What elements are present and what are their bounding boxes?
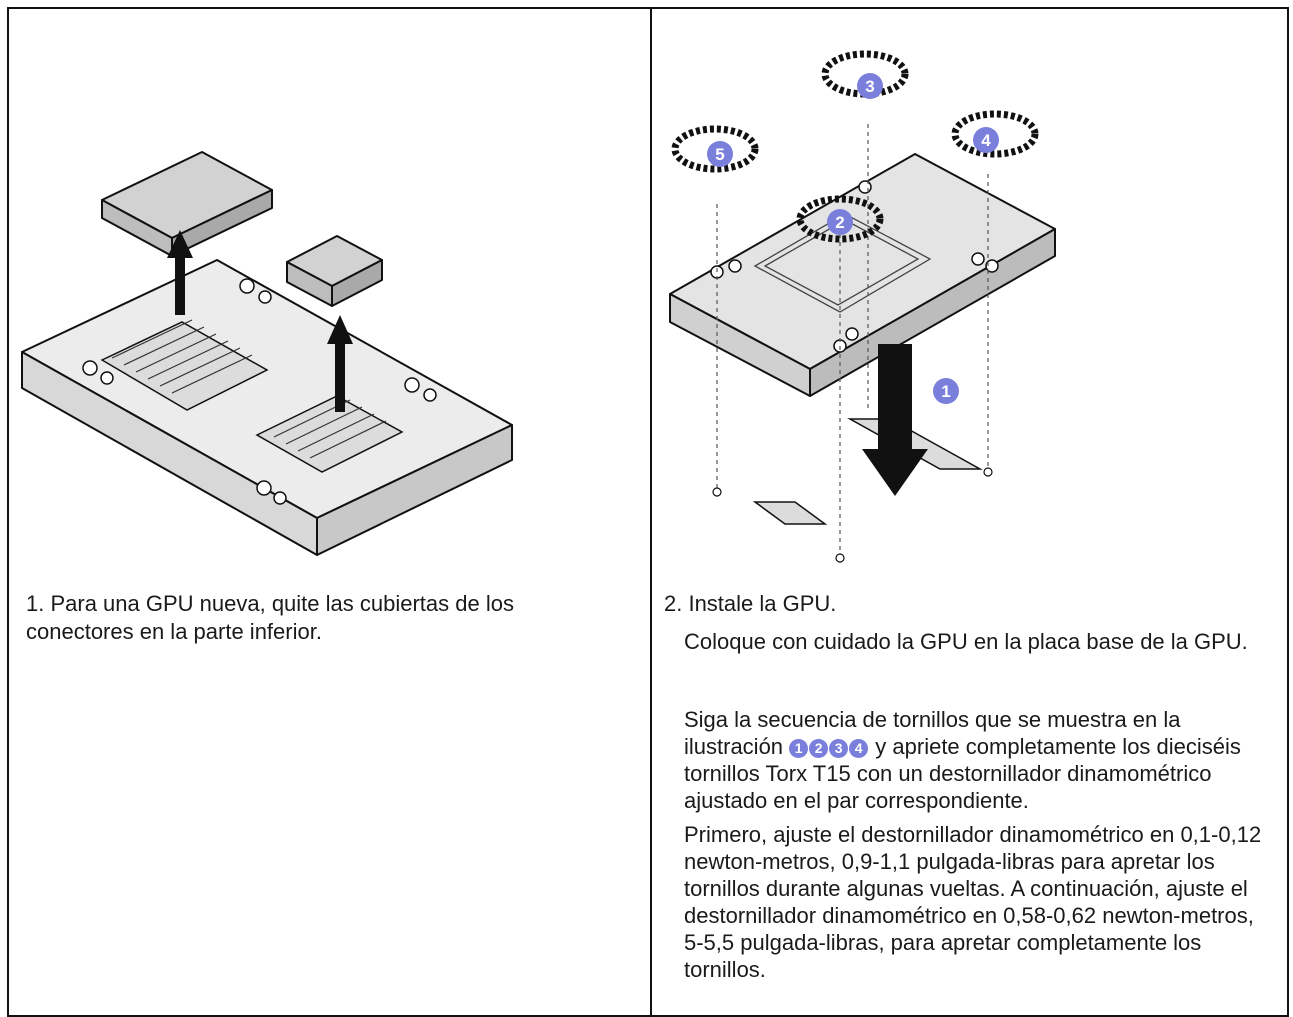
sequence-badge-1: 1 xyxy=(789,739,809,758)
callout-1: 1 xyxy=(941,382,950,401)
callout-4: 4 xyxy=(981,131,991,150)
install-gpu-illustration: 1 2 3 4 5 xyxy=(669,50,1056,563)
sequence-badge-4: 4 xyxy=(849,739,869,758)
sequence-badge-2: 2 xyxy=(809,739,829,758)
sequence-badge-3: 3 xyxy=(829,739,849,758)
step-2-title: 2. Instale la GPU. xyxy=(664,591,837,616)
sequence-text-before: Siga la secuencia de tornillos que se mu… xyxy=(684,707,1181,759)
step-2-paragraph-place: Coloque con cuidado la GPU en la placa b… xyxy=(684,629,1248,654)
remove-covers-illustration xyxy=(21,151,513,556)
callout-3: 3 xyxy=(865,77,874,96)
callout-5: 5 xyxy=(715,145,724,164)
step-1-caption: 1. Para una GPU nueva, quite las cubiert… xyxy=(26,591,514,644)
step-2-paragraph-sequence: Siga la secuencia de tornillos que se mu… xyxy=(684,706,1269,814)
sequence-text-after: y apriete completamente los dieciséis to… xyxy=(684,734,1241,813)
step-2-paragraph-torque: Primero, ajuste el destornillador dinamo… xyxy=(684,822,1262,982)
callout-badges: 1 2 3 4 5 xyxy=(707,73,999,404)
column-divider xyxy=(650,7,652,1017)
callout-2: 2 xyxy=(835,213,844,232)
